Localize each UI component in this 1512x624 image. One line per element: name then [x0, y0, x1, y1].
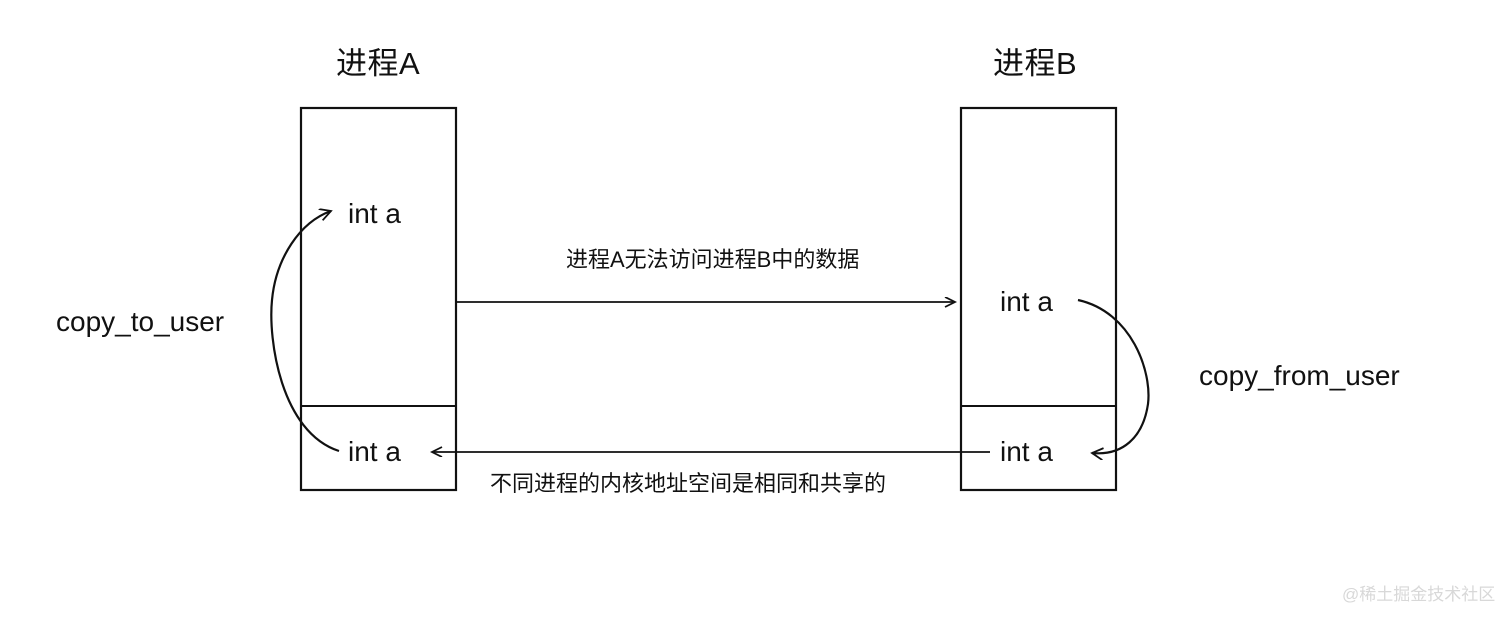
process-a-user-variable: int a	[348, 198, 401, 229]
shared-kernel-note: 不同进程的内核地址空间是相同和共享的	[490, 471, 887, 496]
process-a-title: 进程A	[336, 46, 421, 81]
process-b-title: 进程B	[993, 46, 1078, 81]
process-b-user-variable: int a	[1000, 286, 1053, 317]
process-a-box	[299, 106, 458, 492]
watermark: @稀土掘金技术社区	[1342, 585, 1496, 604]
copy-to-user-curve	[270, 211, 340, 453]
process-a-kernel-variable: int a	[348, 436, 401, 467]
copy-to-user-label: copy_to_user	[56, 306, 225, 337]
no-access-note: 进程A无法访问进程B中的数据	[566, 247, 860, 272]
copy-from-user-curve	[1077, 298, 1150, 453]
process-b-box	[959, 106, 1118, 492]
process-b-kernel-variable: int a	[1000, 436, 1053, 467]
copy-from-user-label: copy_from_user	[1199, 360, 1400, 391]
